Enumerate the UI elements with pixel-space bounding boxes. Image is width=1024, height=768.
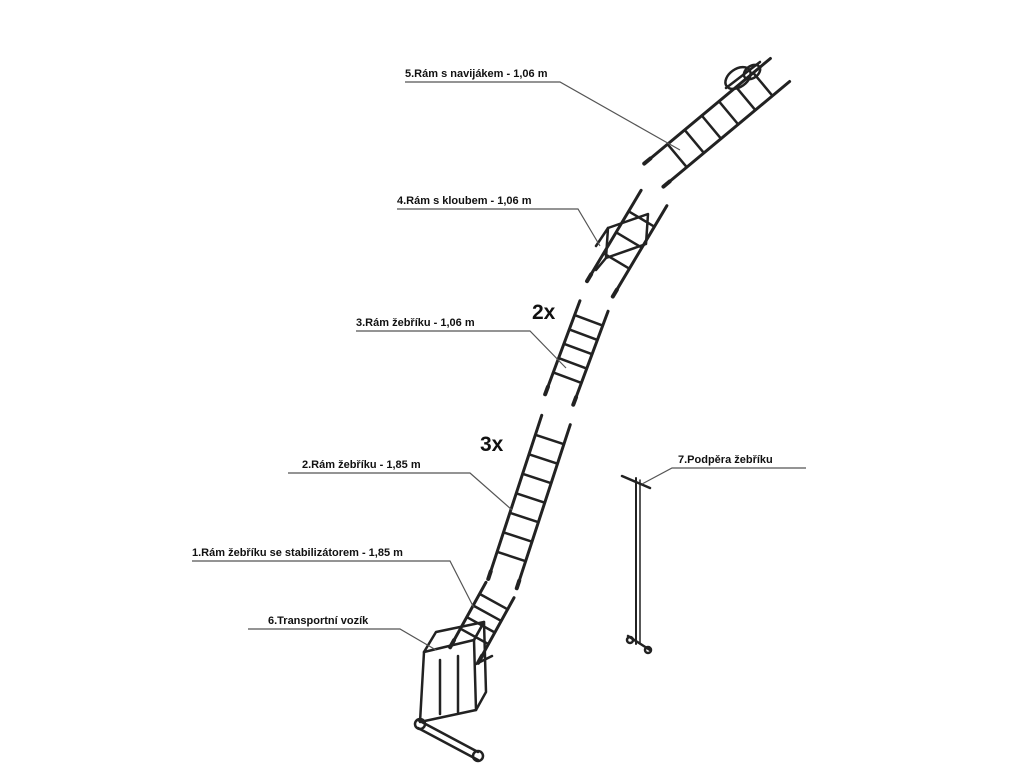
label-part-3: 3.Rám žebříku - 1,06 m — [356, 317, 475, 329]
leader-part-2 — [288, 472, 513, 511]
multiplier-part-2: 3x — [480, 433, 504, 456]
ladder-frame-5 — [642, 56, 792, 189]
leader-part-6 — [248, 628, 437, 651]
ladder-support-icon — [620, 474, 653, 655]
leader-part-4 — [397, 208, 601, 247]
multiplier-part-3: 2x — [532, 301, 556, 324]
hinge-frame-icon — [594, 212, 650, 272]
label-part-4: 4.Rám s kloubem - 1,06 m — [397, 195, 532, 207]
winch-icon — [724, 60, 762, 91]
label-part-6: 6.Transportní vozík — [268, 615, 369, 627]
leader-part-5 — [405, 81, 681, 151]
ladder-frame-4 — [585, 188, 669, 299]
label-part-5: 5.Rám s navijákem - 1,06 m — [405, 68, 548, 80]
label-part-7: 7.Podpěra žebříku — [678, 454, 773, 466]
ladder-frame-3 — [543, 299, 610, 407]
label-part-2: 2.Rám žebříku - 1,85 m — [302, 459, 421, 471]
leader-part-1 — [192, 560, 475, 609]
leader-part-7 — [641, 467, 806, 485]
ladder-frame-2 — [486, 413, 572, 591]
label-part-1: 1.Rám žebříku se stabilizátorem - 1,85 m — [192, 547, 403, 559]
leader-part-3 — [356, 330, 567, 369]
transport-cart-icon — [413, 620, 494, 763]
